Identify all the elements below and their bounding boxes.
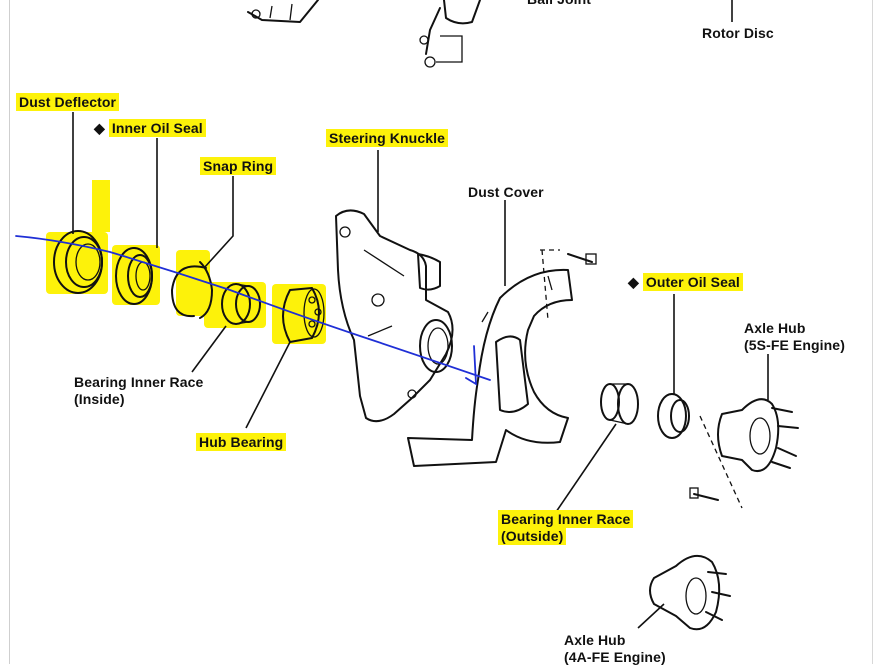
- label-axle-hub-4a-line2: (4A-FE Engine): [564, 649, 666, 665]
- brake-caliper-partial: [247, 0, 319, 23]
- part-axle-hub-5s: [689, 354, 799, 509]
- pen-annotation: [15, 235, 491, 386]
- label-bearing-inner-race-outside-line2: (Outside): [498, 527, 633, 545]
- label-axle-hub-5s-line2: (5S-FE Engine): [744, 337, 845, 353]
- label-axle-hub-4a: Axle Hub (4A-FE Engine): [564, 632, 666, 666]
- part-bearing-inner-race-inside: [191, 283, 261, 373]
- part-axle-hub-4a: [637, 555, 731, 631]
- label-bearing-inner-race-inside-line1: Bearing Inner Race: [74, 374, 204, 390]
- diamond-marker-icon: ◆: [628, 274, 639, 290]
- label-axle-hub-5s-line1: Axle Hub: [744, 320, 806, 336]
- label-dust-deflector: Dust Deflector: [16, 93, 120, 111]
- part-snap-ring: [171, 176, 234, 319]
- label-bearing-inner-race-inside-line2: (Inside): [74, 391, 125, 407]
- part-dust-deflector: [53, 112, 103, 294]
- label-steering-knuckle-text: Steering Knuckle: [326, 129, 448, 147]
- label-bearing-inner-race-outside-line1-text: Bearing Inner Race: [498, 510, 634, 528]
- label-inner-oil-seal-text: Inner Oil Seal: [108, 119, 206, 137]
- label-axle-hub-4a-line1: Axle Hub: [564, 632, 626, 648]
- label-bearing-inner-race-outside-line1: Bearing Inner Race: [498, 510, 634, 528]
- label-bearing-inner-race-outside: Bearing Inner Race (Outside): [498, 510, 634, 545]
- label-rotor-disc: Rotor Disc: [702, 25, 774, 41]
- diamond-marker-icon: ◆: [94, 120, 105, 136]
- part-steering-knuckle: [335, 150, 454, 423]
- label-snap-ring-text: Snap Ring: [200, 157, 277, 175]
- label-steering-knuckle: Steering Knuckle: [326, 129, 448, 147]
- pen-arrow-head: [465, 345, 477, 386]
- page-edge-left: [9, 0, 10, 664]
- label-inner-oil-seal: ◆ Inner Oil Seal: [94, 119, 206, 137]
- page-edge-right: [872, 0, 873, 664]
- label-bearing-inner-race-inside: Bearing Inner Race (Inside): [74, 374, 203, 408]
- highlight-dust-deflector-stroke: [92, 180, 110, 232]
- label-outer-oil-seal-text: Outer Oil Seal: [642, 273, 743, 291]
- label-dust-deflector-text: Dust Deflector: [16, 93, 120, 111]
- label-snap-ring: Snap Ring: [200, 157, 277, 175]
- label-dust-cover: Dust Cover: [468, 184, 544, 200]
- label-hub-bearing-text: Hub Bearing: [196, 433, 287, 451]
- part-dust-cover: [407, 200, 597, 467]
- label-hub-bearing: Hub Bearing: [196, 433, 287, 451]
- highlight-bearing-inner-race-inside: [204, 282, 266, 328]
- label-bearing-inner-race-outside-line2-text: (Outside): [498, 527, 567, 545]
- part-outer-oil-seal: [657, 294, 690, 439]
- part-bearing-inner-race-outside: [555, 383, 639, 513]
- label-axle-hub-5s: Axle Hub (5S-FE Engine): [744, 320, 845, 354]
- ball-joint-partial: [419, 0, 481, 68]
- label-outer-oil-seal: ◆ Outer Oil Seal: [628, 273, 743, 291]
- pen-axis-line: [15, 235, 491, 381]
- part-hub-bearing: [245, 287, 325, 429]
- label-ball-joint: Ball Joint: [527, 0, 591, 8]
